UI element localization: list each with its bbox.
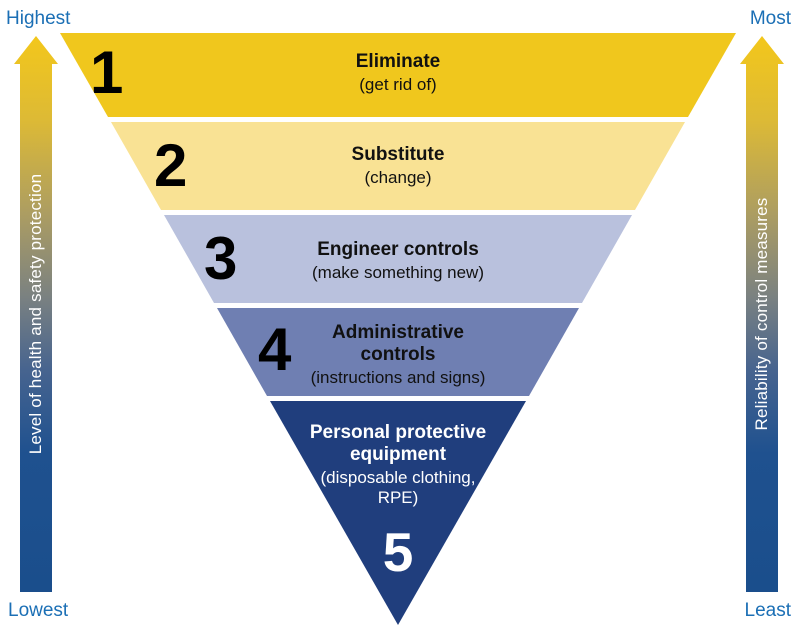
pyramid-level-1-eliminate: 1 Eliminate (get rid of) <box>60 33 736 117</box>
level-4-number: 4 <box>258 316 292 383</box>
level-3-number: 3 <box>204 225 238 292</box>
level-1-subtitle: (get rid of) <box>359 75 437 95</box>
level-3-title: Engineer controls <box>317 239 479 260</box>
level-4-title: Administrative controls <box>332 322 464 366</box>
level-2-title: Substitute <box>351 144 445 165</box>
level-3-subtitle: (make something new) <box>312 263 484 283</box>
level-5-number: 5 <box>382 521 414 583</box>
level-2-subtitle: (change) <box>364 168 432 188</box>
level-4-subtitle: (instructions and signs) <box>310 368 486 388</box>
right-gradient-arrow-up-icon: Reliability of control measures <box>740 36 784 592</box>
level-5-title: Personal protective equipment <box>309 422 487 466</box>
level-2-number: 2 <box>154 132 188 199</box>
level-4-text: Administrative controls (instructions an… <box>217 322 579 388</box>
level-5-subtitle: (disposable clothing, RPE) <box>320 468 476 508</box>
pyramid-level-5-ppe: Personal protective equipment (disposabl… <box>270 401 526 625</box>
left-axis-top-label: Highest <box>6 8 71 29</box>
level-5-text: Personal protective equipment (disposabl… <box>270 422 526 508</box>
left-gradient-arrow-up-icon: Level of health and safety protection <box>14 36 58 592</box>
level-1-title: Eliminate <box>355 51 441 72</box>
pyramid-level-2-substitute: 2 Substitute (change) <box>111 122 685 210</box>
right-axis-title: Reliability of control measures <box>752 197 771 431</box>
left-axis-bottom-label: Lowest <box>8 600 69 621</box>
level-1-text: Eliminate (get rid of) <box>60 51 736 95</box>
level-1-number: 1 <box>90 39 124 106</box>
pyramid-level-4-administrative-controls: 4 Administrative controls (instructions … <box>217 308 579 396</box>
level-2-text: Substitute (change) <box>111 144 685 188</box>
left-axis-title: Level of health and safety protection <box>26 173 45 455</box>
pyramid-level-3-engineer-controls: 3 Engineer controls (make something new) <box>164 215 632 303</box>
inverted-pyramid: 1 Eliminate (get rid of) 2 Substitute (c… <box>60 33 736 625</box>
right-axis-bottom-label: Least <box>744 600 791 621</box>
level-3-text: Engineer controls (make something new) <box>164 239 632 283</box>
right-axis-top-label: Most <box>749 8 791 29</box>
